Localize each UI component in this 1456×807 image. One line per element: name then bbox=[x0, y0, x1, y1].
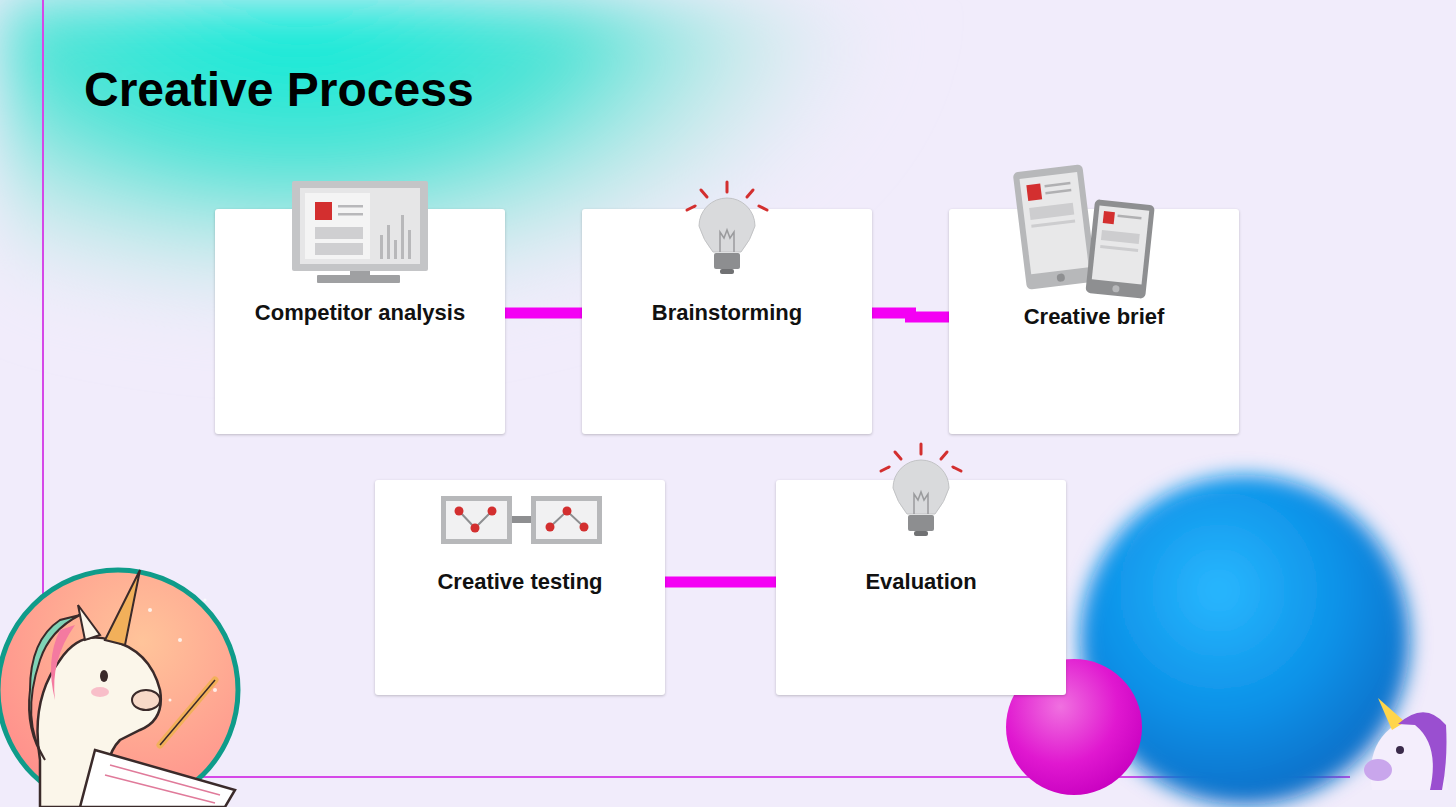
process-box: Creative testing bbox=[375, 480, 665, 695]
lightbulb-icon bbox=[687, 182, 767, 274]
documents-icon bbox=[1013, 164, 1155, 299]
step-label: Creative testing bbox=[375, 569, 665, 595]
monitor-icon bbox=[292, 181, 428, 283]
connector-bar bbox=[872, 313, 949, 317]
process-box: Creative brief bbox=[949, 209, 1239, 434]
step-label: Creative brief bbox=[949, 304, 1239, 330]
unicorn-emoji bbox=[1364, 698, 1448, 790]
connector-bar bbox=[505, 313, 582, 314]
connector-line bbox=[505, 308, 582, 319]
connector-bar bbox=[665, 582, 776, 583]
step-label: Evaluation bbox=[776, 569, 1066, 595]
slide-title: Creative Process bbox=[84, 62, 474, 118]
lightbulb-icon bbox=[881, 444, 961, 536]
process-box: Competitor analysis bbox=[215, 209, 505, 434]
step-label: Brainstorming bbox=[582, 300, 872, 326]
process-box: Brainstorming bbox=[582, 209, 872, 434]
connector-line bbox=[665, 577, 776, 588]
ab-test-icon bbox=[441, 496, 602, 544]
step-label: Competitor analysis bbox=[215, 300, 505, 326]
connector-line bbox=[872, 313, 949, 317]
process-box: Evaluation bbox=[776, 480, 1066, 695]
unicorn-illustration bbox=[0, 570, 238, 807]
